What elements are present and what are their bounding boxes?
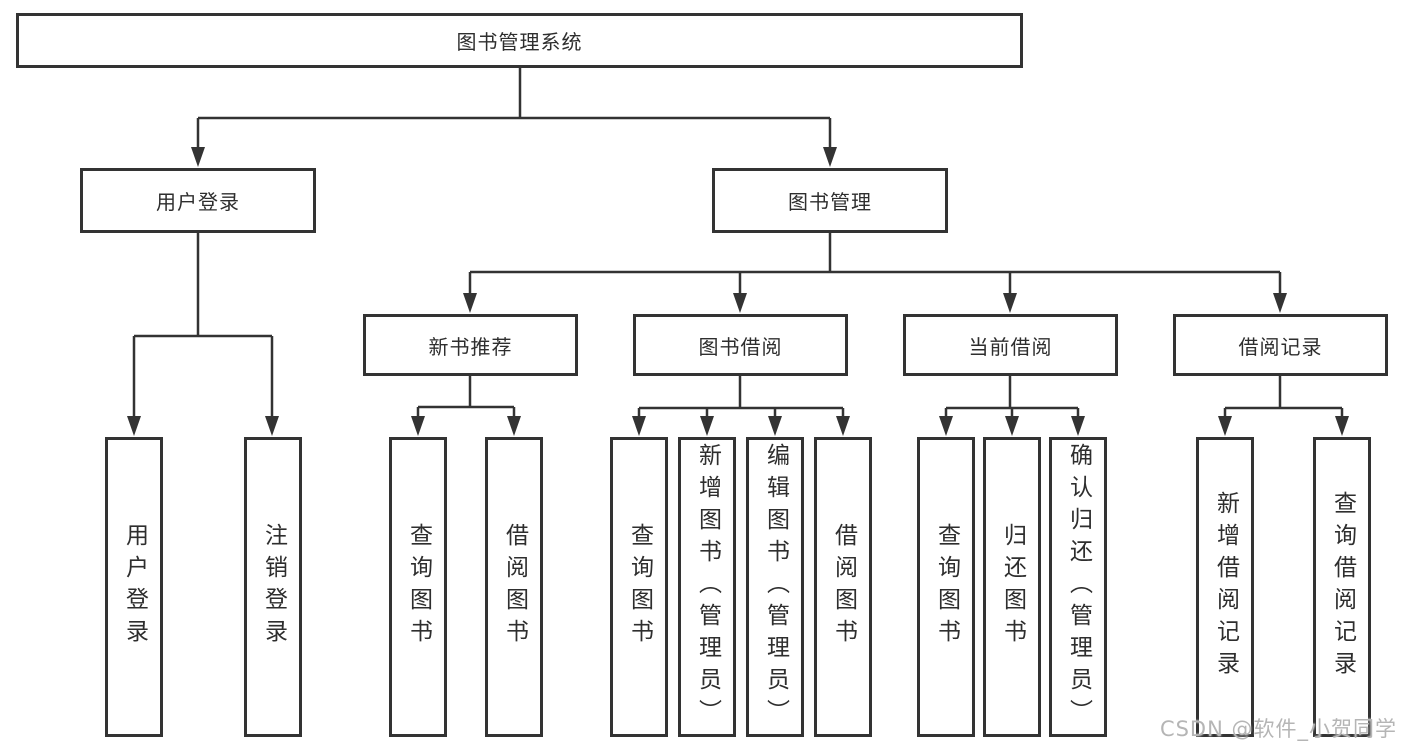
leaf-current-query-books: 查询图书 [917,437,975,737]
arrowhead [700,416,714,436]
node-root-label: 图书管理系统 [456,30,583,54]
connector-borrow-to-leaves [637,375,845,420]
leaf-borrow-edit-books-admin-label: 编辑图书（管理员） [762,443,789,731]
arrowhead [939,416,953,436]
node-book-management: 图书管理 [712,168,948,233]
arrowhead [411,416,425,436]
arrowhead [507,416,521,436]
node-borrow-records: 借阅记录 [1173,314,1388,376]
leaf-borrow-query-books-label: 查询图书 [626,523,653,651]
arrowhead [1218,416,1232,436]
leaf-borrow-borrow-books-label: 借阅图书 [830,523,857,651]
csdn-watermark: CSDN @软件_小贺同学 [1159,717,1397,741]
leaf-recommend-query-books: 查询图书 [389,437,447,737]
leaf-borrow-edit-books-admin: 编辑图书（管理员） [746,437,804,737]
connector-records-to-leaves [1223,375,1344,420]
leaf-records-query-record: 查询借阅记录 [1313,437,1371,737]
leaf-recommend-query-books-label: 查询图书 [405,523,432,651]
leaf-current-query-books-label: 查询图书 [933,523,960,651]
arrowhead [733,293,747,313]
node-root: 图书管理系统 [16,13,1023,68]
arrowhead [463,293,477,313]
node-new-book-recommend-label: 新书推荐 [428,334,513,359]
connector-root-to-level2 [196,66,832,150]
arrowhead [191,147,205,167]
leaf-recommend-borrow-books: 借阅图书 [485,437,543,737]
node-book-borrow-label: 图书借阅 [698,334,783,359]
node-user-login: 用户登录 [80,168,316,233]
node-current-borrow: 当前借阅 [903,314,1118,376]
leaf-logout: 注销登录 [244,437,302,737]
node-book-management-label: 图书管理 [788,190,872,214]
leaf-borrow-add-books-admin: 新增图书（管理员） [678,437,736,737]
leaf-logout-label: 注销登录 [260,523,287,651]
arrowhead [768,416,782,436]
leaf-current-return-books-label: 归还图书 [999,523,1026,651]
arrowhead [1005,416,1019,436]
connector-recommend-to-leaves [416,375,516,420]
node-new-book-recommend: 新书推荐 [363,314,578,376]
arrowhead [632,416,646,436]
leaf-borrow-query-books: 查询图书 [610,437,668,737]
arrowhead [836,416,850,436]
node-borrow-records-label: 借阅记录 [1238,334,1323,359]
leaf-records-query-record-label: 查询借阅记录 [1329,491,1356,683]
arrowhead [1071,416,1085,436]
leaf-current-confirm-return-admin: 确认归还（管理员） [1049,437,1107,737]
leaf-user-login-label: 用户登录 [121,523,148,651]
arrowhead [1003,293,1017,313]
arrowhead [1335,416,1349,436]
leaf-user-login: 用户登录 [105,437,163,737]
arrowhead [1273,293,1287,313]
connector-management-to-level3 [468,231,1282,297]
node-current-borrow-label: 当前借阅 [968,334,1053,359]
leaf-records-add-record: 新增借阅记录 [1196,437,1254,737]
arrowheads [127,147,1349,436]
connector-login-to-leaves [132,231,274,420]
arrowhead [127,416,141,436]
leaf-current-confirm-return-admin-label: 确认归还（管理员） [1065,443,1092,731]
leaf-borrow-add-books-admin-label: 新增图书（管理员） [694,443,721,731]
leaf-current-return-books: 归还图书 [983,437,1041,737]
leaf-borrow-borrow-books: 借阅图书 [814,437,872,737]
arrowhead [823,147,837,167]
node-book-borrow: 图书借阅 [633,314,848,376]
leaf-records-add-record-label: 新增借阅记录 [1212,491,1239,683]
arrowhead [265,416,279,436]
node-user-login-label: 用户登录 [156,190,240,214]
leaf-recommend-borrow-books-label: 借阅图书 [501,523,528,651]
connector-current-to-leaves [944,375,1080,420]
